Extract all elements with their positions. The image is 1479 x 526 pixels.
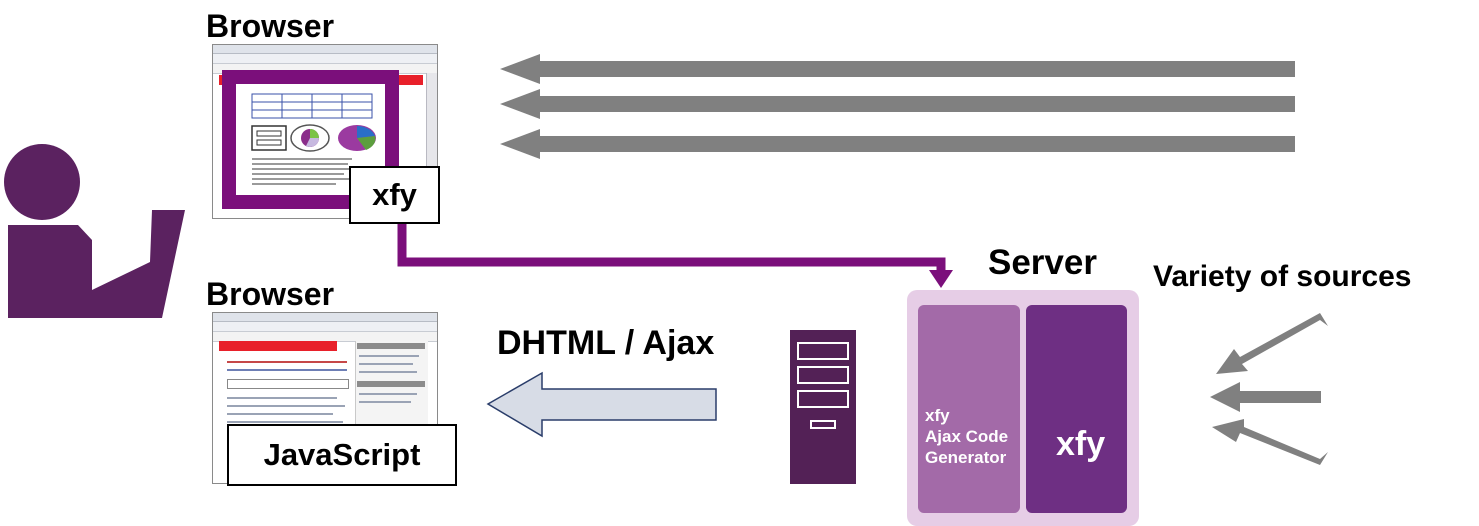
source-arrow-2 bbox=[1210, 382, 1321, 412]
variety-of-sources-title: Variety of sources bbox=[1153, 260, 1412, 293]
gray-arrow-2 bbox=[500, 89, 1295, 119]
ajax-code-generator-panel: xfy Ajax Code Generator bbox=[918, 305, 1020, 513]
incoming-arrows-top bbox=[500, 54, 1295, 159]
source-arrow-1 bbox=[1216, 313, 1328, 374]
generator-line-1: xfy bbox=[925, 406, 950, 425]
xfy-widgets bbox=[251, 93, 376, 185]
dhtml-ajax-label: DHTML / Ajax bbox=[497, 324, 715, 362]
xfy-panel: xfy bbox=[1026, 305, 1127, 513]
server-title: Server bbox=[988, 243, 1097, 282]
generator-text: xfy Ajax Code Generator bbox=[925, 405, 1008, 468]
browser-top-title: Browser bbox=[206, 8, 335, 44]
gray-arrow-1 bbox=[500, 54, 1295, 84]
gray-arrow-3 bbox=[500, 129, 1295, 159]
javascript-tag: JavaScript bbox=[227, 424, 457, 486]
xfy-tag: xfy bbox=[349, 166, 440, 224]
source-arrow-3 bbox=[1212, 419, 1328, 465]
variety-sources-arrows bbox=[1210, 313, 1328, 465]
browser-bottom-title: Browser bbox=[206, 276, 335, 312]
purple-connector-arrow bbox=[397, 224, 953, 288]
generator-line-3: Generator bbox=[925, 448, 1007, 467]
xfy-panel-label: xfy bbox=[1056, 425, 1106, 463]
outline-arrow-icon bbox=[486, 371, 717, 438]
server-tower-icon bbox=[790, 330, 856, 484]
server-box: xfy Ajax Code Generator xfy bbox=[907, 290, 1139, 526]
user-icon bbox=[4, 144, 185, 318]
generator-line-2: Ajax Code bbox=[925, 427, 1009, 446]
